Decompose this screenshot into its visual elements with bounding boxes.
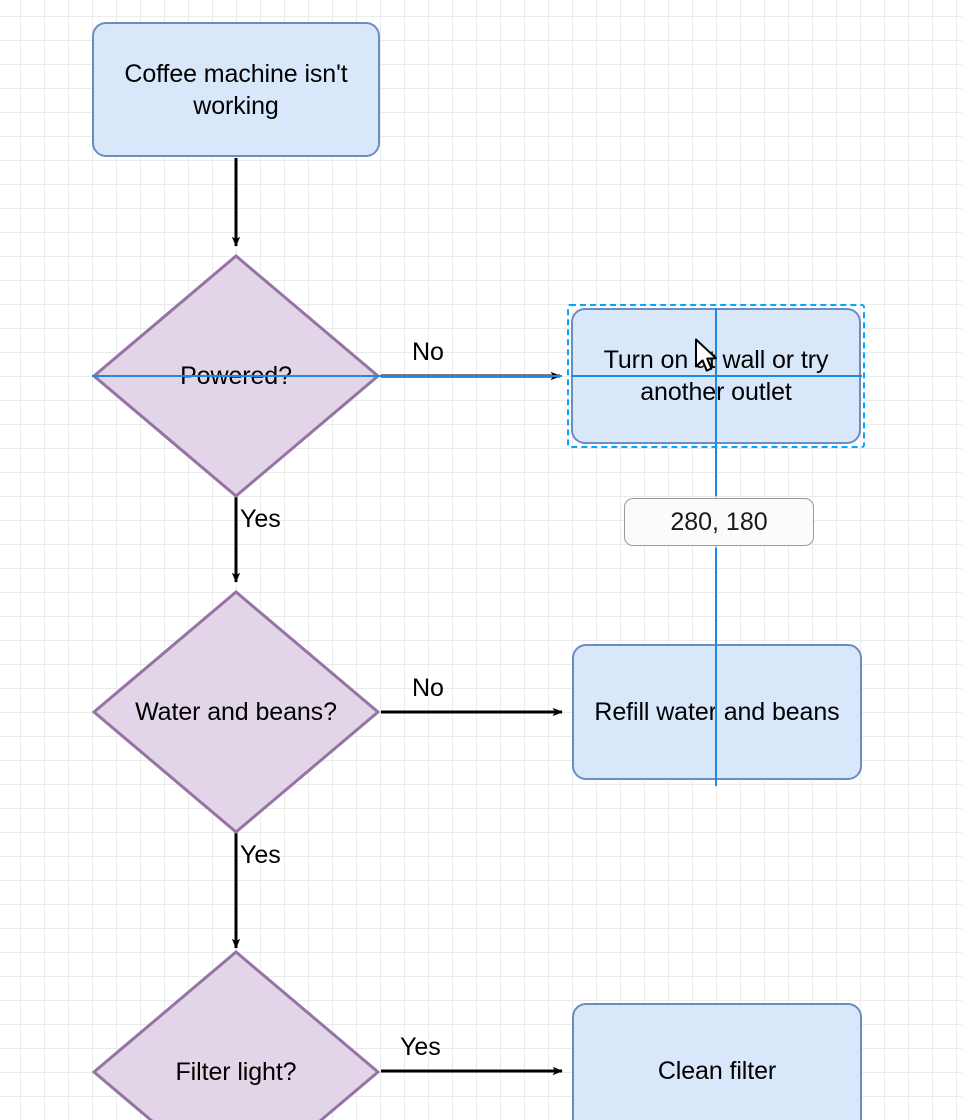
node-coffee-machine-isnt-working[interactable]: Coffee machine isn't working xyxy=(92,22,380,157)
node-powered[interactable]: Powered? xyxy=(92,254,380,498)
node-label: Refill water and beans xyxy=(594,698,840,726)
edge-label-filterlight-yes[interactable]: Yes xyxy=(400,1033,441,1061)
node-refill-water-and-beans[interactable]: Refill water and beans xyxy=(572,644,862,780)
node-label: Filter light? xyxy=(175,1058,297,1086)
edge-label-powered-yes[interactable]: Yes xyxy=(240,505,281,533)
node-filter-light[interactable]: Filter light? xyxy=(92,950,380,1120)
edge-label-powered-no[interactable]: No xyxy=(412,338,444,366)
node-label: Coffee machine isn't working xyxy=(124,59,348,120)
diamond-shape xyxy=(92,590,380,834)
node-turn-on-at-wall[interactable]: Turn on at wall or try another outlet xyxy=(571,308,861,444)
node-label: Water and beans? xyxy=(135,698,337,726)
edge-label-waterbeans-no[interactable]: No xyxy=(412,674,444,702)
node-label: Turn on at wall or try another outlet xyxy=(603,346,829,406)
node-label: Powered? xyxy=(180,362,292,390)
coordinate-tooltip: 280, 180 xyxy=(624,498,814,546)
node-clean-filter[interactable]: Clean filter xyxy=(572,1003,862,1120)
diamond-shape xyxy=(92,950,380,1120)
node-label: Clean filter xyxy=(657,1057,777,1085)
node-water-and-beans[interactable]: Water and beans? xyxy=(92,590,380,834)
edge-label-waterbeans-yes[interactable]: Yes xyxy=(240,841,281,869)
